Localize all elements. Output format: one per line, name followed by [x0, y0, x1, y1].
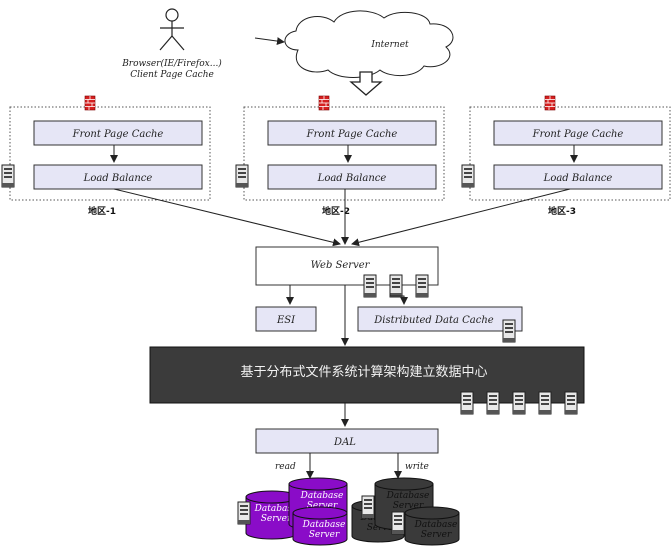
- region-name: 地区-1: [88, 205, 116, 217]
- web-server-box: [255, 246, 439, 286]
- esi-label: ESI: [276, 315, 296, 326]
- region-server-icon: [461, 164, 475, 188]
- data-center-label: 基于分布式文件系统计算架构建立数据中心: [240, 365, 487, 380]
- client-user-icon: [159, 8, 185, 51]
- database-label-line2: Server: [393, 501, 424, 511]
- region-boundary: [243, 106, 445, 201]
- front-cache-box: [493, 120, 663, 146]
- region3-web-link: [351, 188, 571, 247]
- database-label-line1: Database: [386, 491, 430, 501]
- firewall-icon: [318, 95, 330, 111]
- region-name: 地区-2: [322, 205, 350, 217]
- read-label: read: [275, 462, 296, 472]
- data-center-box: [149, 346, 585, 404]
- database-cylinder-top: [292, 506, 348, 520]
- front-cache-box: [267, 120, 437, 146]
- front-cache-label: Front Page Cache: [532, 129, 624, 140]
- region-name: 地区-3: [548, 205, 576, 217]
- database-label-line2: Server: [309, 530, 340, 540]
- database-label-line1: Database: [414, 520, 458, 530]
- internet-cloud-icon: [284, 10, 454, 78]
- front-cache-label: Front Page Cache: [72, 129, 164, 140]
- client-internet-arrow: [254, 37, 285, 46]
- load-balance-label: Load Balance: [317, 173, 387, 184]
- web-server-rack-icon: [363, 274, 429, 298]
- database-label-line1: Database: [302, 520, 346, 530]
- firewall-icon: [84, 95, 96, 111]
- dal-box: [255, 428, 439, 454]
- database-cylinder-icon: [404, 512, 460, 546]
- database-cylinder-top: [404, 506, 460, 520]
- database-label-line1: Database: [254, 504, 298, 514]
- internet-label: Internet: [370, 40, 409, 50]
- firewall-icon: [544, 95, 556, 111]
- client-label-line1: Browser(IE/Firefox...): [121, 58, 222, 69]
- load-balance-label: Load Balance: [83, 173, 153, 184]
- dal-label: DAL: [333, 437, 356, 448]
- region-boundary: [469, 106, 671, 201]
- front-cache-label: Front Page Cache: [306, 129, 398, 140]
- web-server-label: Web Server: [311, 260, 371, 271]
- db-server-icon: [237, 501, 251, 525]
- internet-down-arrow: [349, 71, 383, 96]
- db-server-icon: [361, 495, 375, 519]
- database-label-line2: Server: [307, 501, 338, 511]
- db-server-icon: [391, 511, 405, 535]
- region-server-icon: [1, 164, 15, 188]
- database-cylinder-top: [288, 477, 348, 491]
- database-label-line1: Database: [300, 491, 344, 501]
- front-cache-box: [33, 120, 203, 146]
- write-label: write: [405, 462, 429, 472]
- web-cache-arrow: [389, 285, 408, 305]
- cache-server-icon: [502, 319, 516, 343]
- distributed-cache-box: [357, 306, 523, 332]
- database-label-line2: Server: [421, 530, 452, 540]
- distributed-cache-label: Distributed Data Cache: [373, 315, 493, 326]
- database-cylinder-top: [374, 477, 434, 491]
- load-balance-box: [493, 164, 663, 190]
- region-boundary: [9, 106, 211, 201]
- load-balance-box: [267, 164, 437, 190]
- region-server-icon: [235, 164, 249, 188]
- esi-box: [255, 306, 317, 332]
- client-label-line2: Client Page Cache: [130, 70, 214, 80]
- load-balance-box: [33, 164, 203, 190]
- database-cylinder-icon: [292, 512, 348, 546]
- database-label-line2: Server: [261, 514, 292, 524]
- region1-web-link: [113, 188, 341, 247]
- load-balance-label: Load Balance: [543, 173, 613, 184]
